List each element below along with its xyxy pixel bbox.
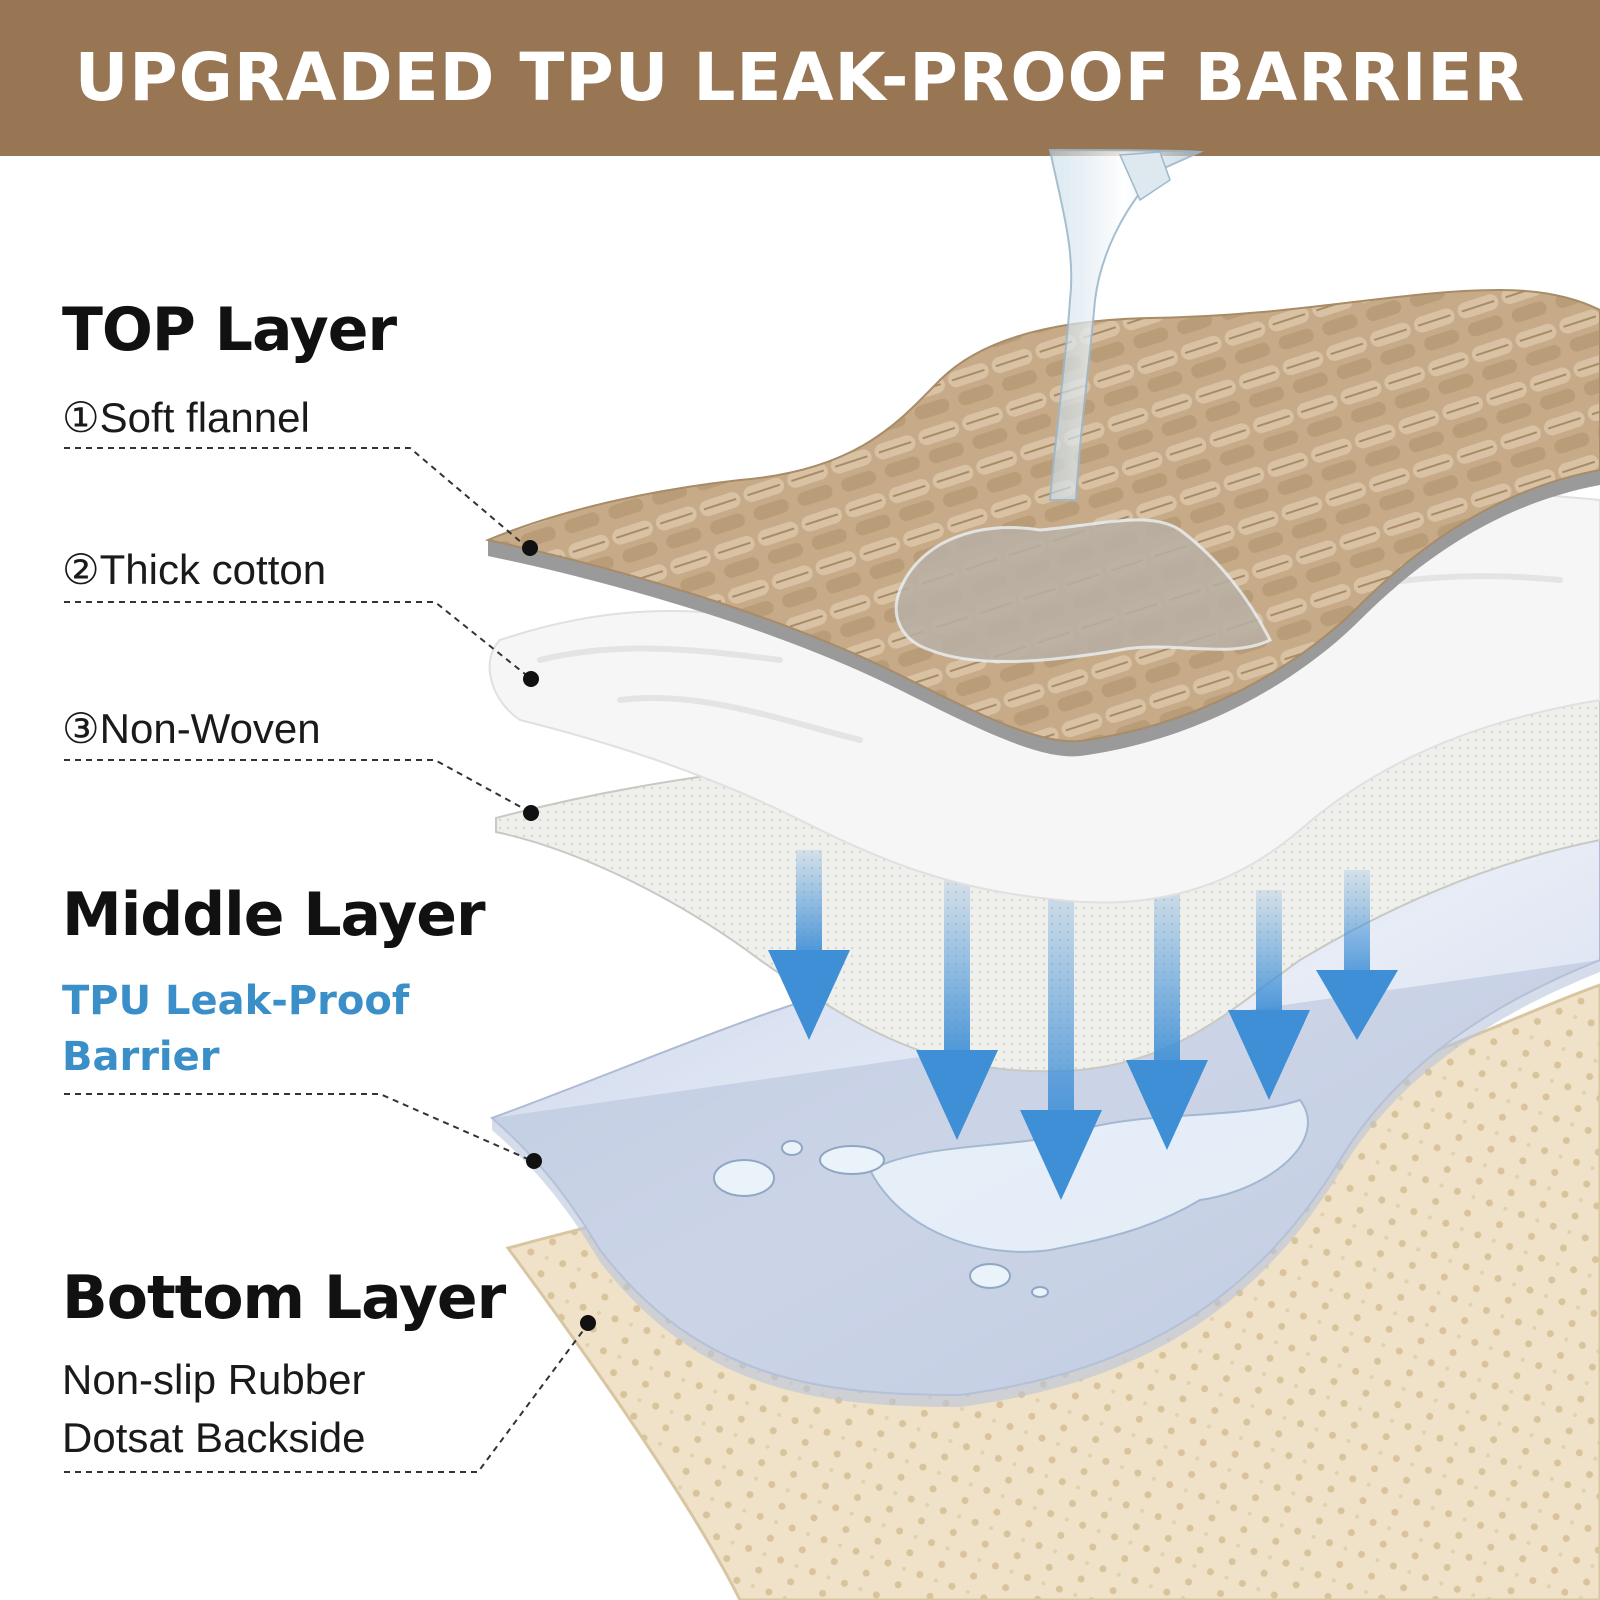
water-droplet-icon	[969, 1263, 1011, 1289]
leader-line-non-woven	[64, 759, 531, 813]
tpu-barrier-label-line1: TPU Leak-Proof	[62, 978, 410, 1024]
middle-layer-heading: Middle Layer	[62, 880, 486, 950]
down-arrow-icon	[1020, 880, 1102, 1200]
water-droplet-icon	[819, 1145, 885, 1175]
rubber-desc-line2: Dotsat Backside	[62, 1414, 366, 1461]
leader-line-tpu	[64, 1093, 531, 1161]
soft-flannel-label: ①Soft flannel	[62, 394, 310, 441]
arrows	[768, 850, 1398, 1200]
leader-dots	[522, 540, 596, 1331]
leader-line-thick-cotton	[64, 601, 531, 679]
water-droplet-icon	[1031, 1286, 1049, 1298]
down-arrow-icon	[1126, 880, 1208, 1150]
leader-line-soft-flannel	[64, 447, 529, 549]
leader-dot-non-woven	[523, 805, 539, 821]
title-banner: UPGRADED TPU LEAK-PROOF BARRIER	[0, 0, 1600, 156]
non-woven-label: ③Non-Woven	[62, 705, 321, 752]
bottom-layer-heading: Bottom Layer	[62, 1263, 506, 1333]
water-pour-icon	[1048, 148, 1204, 501]
water-droplet-icon	[781, 1140, 803, 1156]
down-arrow-icon	[768, 850, 850, 1040]
leader-dot-thick-cotton	[523, 671, 539, 687]
water-droplet-icon	[713, 1159, 775, 1197]
leader-line-rubber	[64, 1323, 589, 1473]
down-arrow-icon	[1316, 870, 1398, 1040]
banner-title: UPGRADED TPU LEAK-PROOF BARRIER	[74, 39, 1526, 116]
leader-lines	[64, 447, 589, 1473]
tpu-barrier-label-line2: Barrier	[62, 1034, 220, 1080]
top-layer-heading: TOP Layer	[62, 295, 397, 365]
down-arrow-icon	[1228, 890, 1310, 1100]
leader-dot-tpu	[526, 1153, 542, 1169]
leader-dot-soft-flannel	[522, 540, 538, 556]
leader-dot-rubber	[580, 1315, 596, 1331]
down-arrow-icon	[916, 880, 998, 1140]
flannel-layer	[484, 288, 1600, 757]
thick-cotton-label: ②Thick cotton	[62, 546, 327, 593]
rubber-desc-line1: Non-slip Rubber	[62, 1356, 366, 1403]
